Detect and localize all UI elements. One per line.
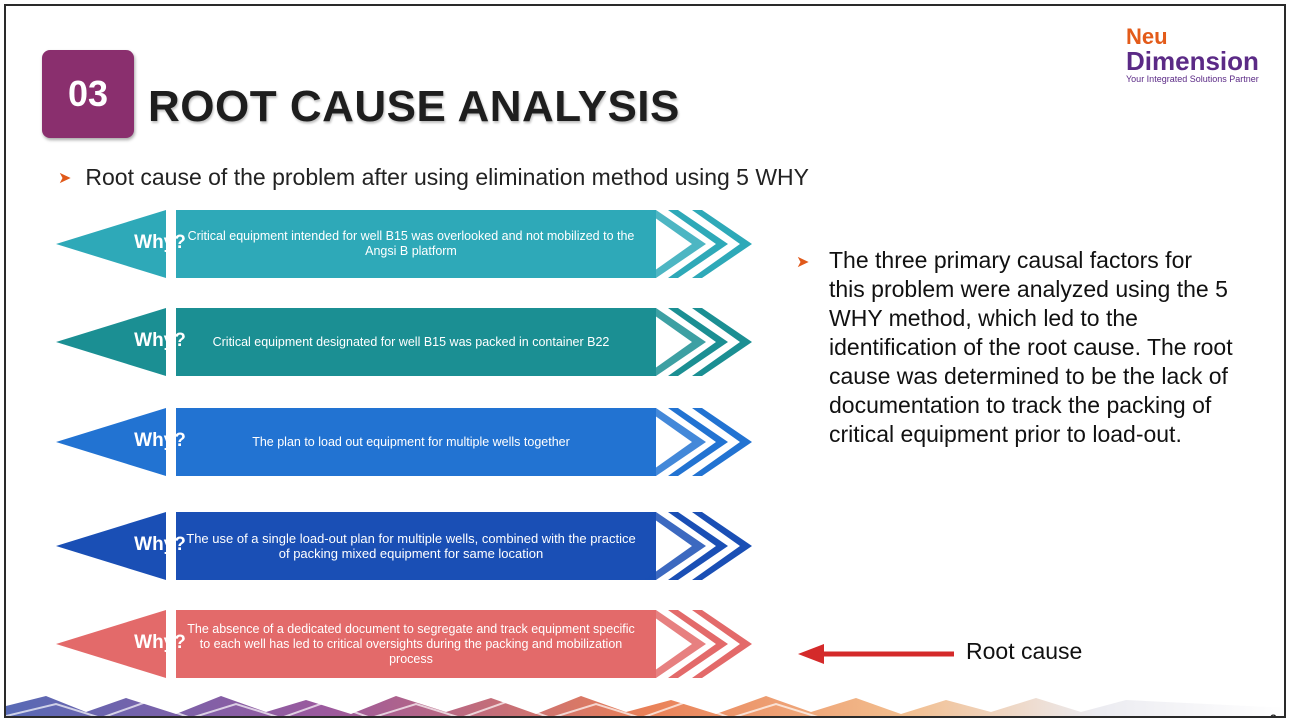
- why-arrow-shape-5: [56, 610, 752, 678]
- why-text: Critical equipment designated for well B…: [212, 334, 610, 349]
- arrow-bullet-icon: ➤: [58, 169, 72, 187]
- logo-line-1: Neu: [1126, 24, 1168, 49]
- why-row-1: Why? Critical equipment intended for wel…: [56, 206, 756, 282]
- side-bullet-text: The three primary causal factors for thi…: [829, 247, 1233, 447]
- why-arrow-shape-4: [56, 512, 752, 580]
- intro-bullet: ➤ Root cause of the problem after using …: [58, 164, 809, 191]
- section-number-badge: 03: [42, 50, 134, 138]
- why-text: The use of a single load-out plan for mu…: [186, 531, 636, 561]
- page-title: ROOT CAUSE ANALYSIS: [148, 82, 680, 131]
- why-label: Why?: [134, 232, 186, 253]
- why-row-3: Why? The plan to load out equipment for …: [56, 404, 756, 480]
- logo-line-2: Dimension: [1126, 46, 1259, 76]
- why-row-2: Why? Critical equipment designated for w…: [56, 304, 756, 380]
- why-arrow-shape-2: [56, 308, 752, 376]
- root-cause-label: Root cause: [966, 638, 1083, 664]
- why-label: Why?: [134, 534, 186, 555]
- intro-bullet-text: Root cause of the problem after using el…: [85, 164, 810, 190]
- why-label: Why?: [134, 330, 186, 351]
- logo-tagline: Your Integrated Solutions Partner: [1126, 74, 1259, 84]
- root-cause-arrow-icon: [798, 644, 954, 664]
- why-text: Critical equipment intended for well B15…: [187, 229, 635, 258]
- why-text: The plan to load out equipment for multi…: [252, 434, 570, 449]
- arrow-bullet-icon: ➤: [796, 254, 810, 271]
- slide: 03 ROOT CAUSE ANALYSIS Neu Dimension You…: [4, 4, 1286, 718]
- company-logo: Neu Dimension Your Integrated Solutions …: [1126, 24, 1284, 85]
- why-arrow-shape-3: [56, 408, 752, 476]
- why-row-5: Why? The absence of a dedicated document…: [56, 606, 756, 682]
- why-label: Why?: [134, 632, 186, 653]
- why-arrow-shape-1: [56, 210, 752, 278]
- why-row-4: Why? The use of a single load-out plan f…: [56, 508, 756, 584]
- why-label: Why?: [134, 430, 186, 451]
- footer-decorative-band: [6, 696, 1284, 716]
- page-number: 8: [1270, 712, 1277, 716]
- why-text: The absence of a dedicated document to s…: [187, 621, 635, 666]
